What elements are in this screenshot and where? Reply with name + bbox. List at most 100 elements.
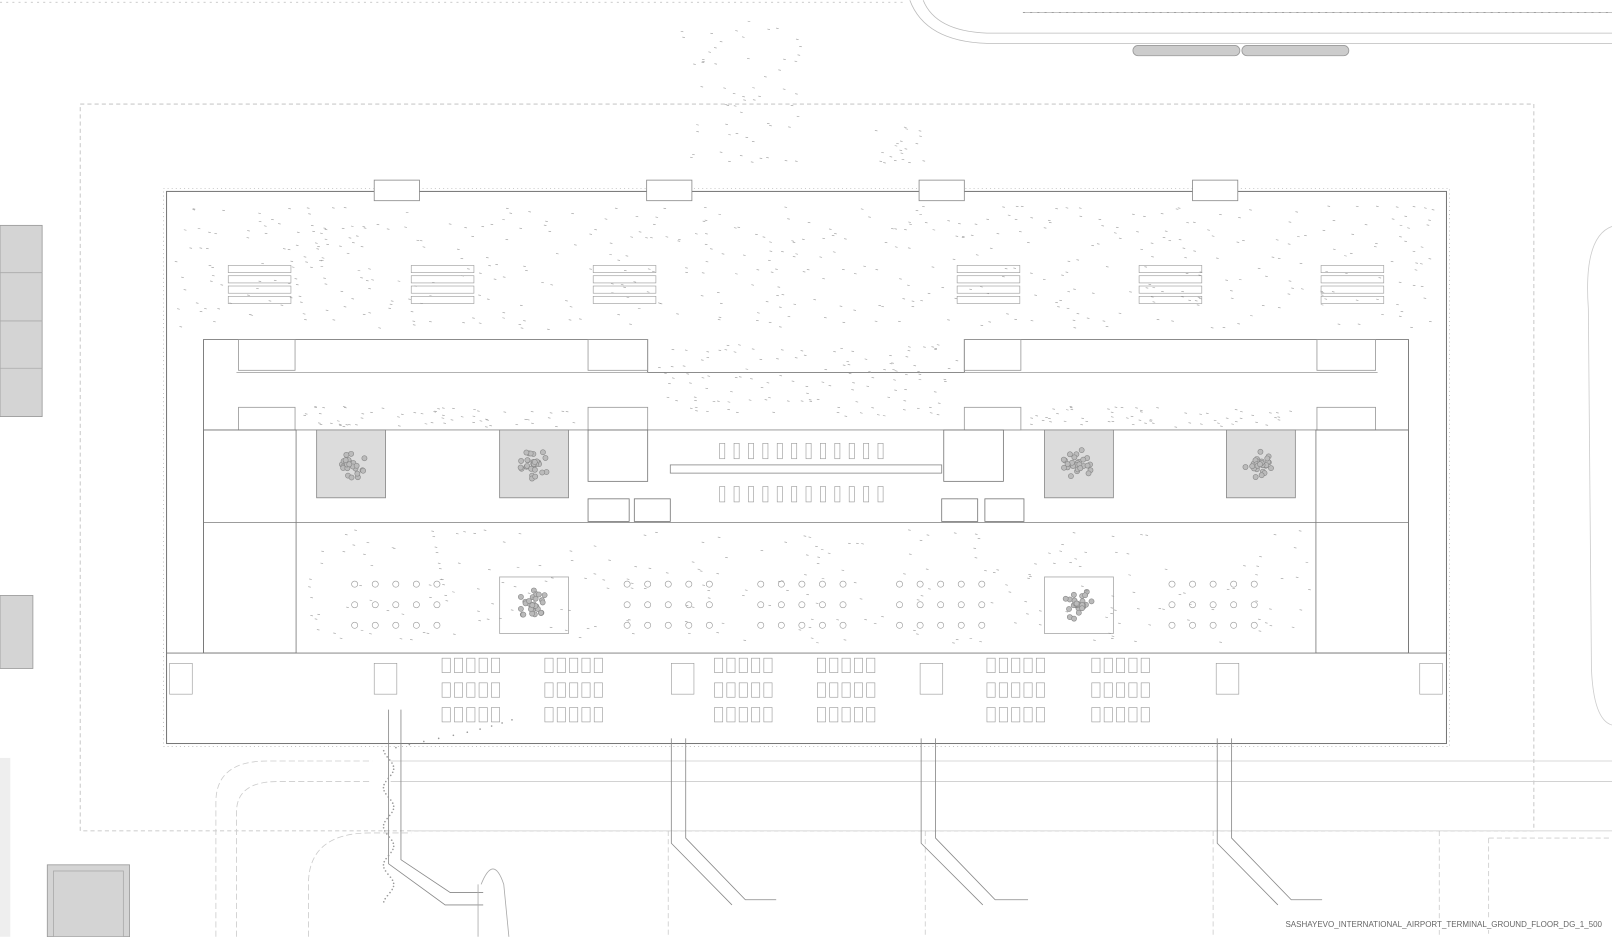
gate-seating	[854, 707, 863, 723]
cafe-table	[839, 621, 847, 629]
cafe-table	[664, 621, 672, 629]
person	[318, 422, 321, 424]
check-in-counter	[1138, 265, 1203, 273]
gate-seating	[751, 657, 761, 673]
cafe-table	[957, 621, 965, 629]
person	[767, 28, 771, 30]
person	[973, 547, 977, 549]
person	[391, 879, 394, 882]
gate-seating	[1023, 707, 1033, 723]
person	[565, 300, 568, 302]
person	[794, 357, 798, 359]
person	[1410, 326, 1413, 328]
person	[422, 246, 426, 248]
person	[853, 273, 857, 275]
person	[730, 391, 733, 393]
person	[488, 569, 491, 571]
person	[1415, 262, 1419, 264]
person	[199, 247, 203, 249]
person	[555, 253, 559, 255]
person	[916, 599, 920, 601]
person	[1183, 592, 1186, 594]
person	[343, 207, 347, 209]
seat-row	[834, 443, 841, 460]
person	[466, 731, 469, 734]
person	[342, 406, 346, 408]
person	[759, 358, 763, 360]
person	[868, 216, 871, 218]
person	[736, 411, 739, 414]
person	[936, 414, 940, 416]
cafe-table	[1168, 601, 1176, 609]
person	[682, 365, 686, 367]
person	[1014, 622, 1017, 624]
cafe-table	[757, 580, 765, 588]
person	[894, 145, 898, 147]
tree	[524, 463, 530, 469]
person	[860, 208, 864, 210]
person	[568, 609, 571, 611]
person	[741, 594, 745, 597]
person	[485, 257, 489, 259]
person	[314, 406, 317, 409]
person	[414, 285, 418, 287]
person	[769, 125, 772, 127]
person	[1067, 260, 1071, 262]
person	[797, 54, 801, 56]
gate-seating	[491, 707, 500, 723]
person	[397, 416, 400, 418]
person	[787, 315, 791, 318]
tree	[1067, 451, 1073, 458]
check-in-counter	[410, 285, 475, 294]
person	[331, 207, 335, 209]
tree	[518, 458, 524, 464]
gate-seating	[466, 657, 476, 673]
person	[523, 265, 526, 267]
person	[611, 292, 615, 294]
person	[1216, 257, 1219, 259]
person	[320, 259, 324, 261]
person	[766, 382, 770, 384]
person	[717, 319, 721, 321]
person	[386, 833, 388, 835]
gate-seating	[1035, 657, 1045, 673]
person	[1414, 269, 1418, 271]
person	[561, 410, 565, 412]
person	[310, 225, 314, 227]
person	[1219, 641, 1222, 643]
person	[832, 251, 836, 253]
person	[412, 324, 416, 326]
cafe-table	[798, 580, 806, 588]
cafe-table	[685, 621, 693, 629]
person	[918, 373, 922, 375]
person	[325, 309, 329, 311]
person	[1412, 250, 1416, 252]
cafe-table	[757, 601, 765, 609]
person	[1220, 425, 1223, 427]
person	[195, 302, 199, 304]
person	[204, 308, 207, 310]
person	[368, 288, 371, 290]
person	[760, 387, 764, 389]
person	[809, 400, 813, 402]
person	[813, 299, 817, 301]
person	[843, 639, 847, 641]
gate-seating	[491, 657, 500, 673]
person	[413, 412, 417, 414]
person	[405, 211, 409, 214]
check-in-counter	[1138, 295, 1203, 304]
person	[631, 633, 635, 635]
person	[357, 270, 361, 272]
person	[974, 223, 978, 225]
gate-seating	[751, 682, 761, 698]
person	[922, 160, 926, 162]
person	[564, 629, 568, 631]
person	[1265, 275, 1268, 277]
person	[692, 153, 695, 156]
person	[419, 240, 423, 242]
person	[1024, 601, 1028, 603]
cafe-table	[392, 621, 400, 629]
person	[199, 311, 203, 313]
gate-seating	[1091, 657, 1101, 673]
person	[737, 226, 741, 228]
